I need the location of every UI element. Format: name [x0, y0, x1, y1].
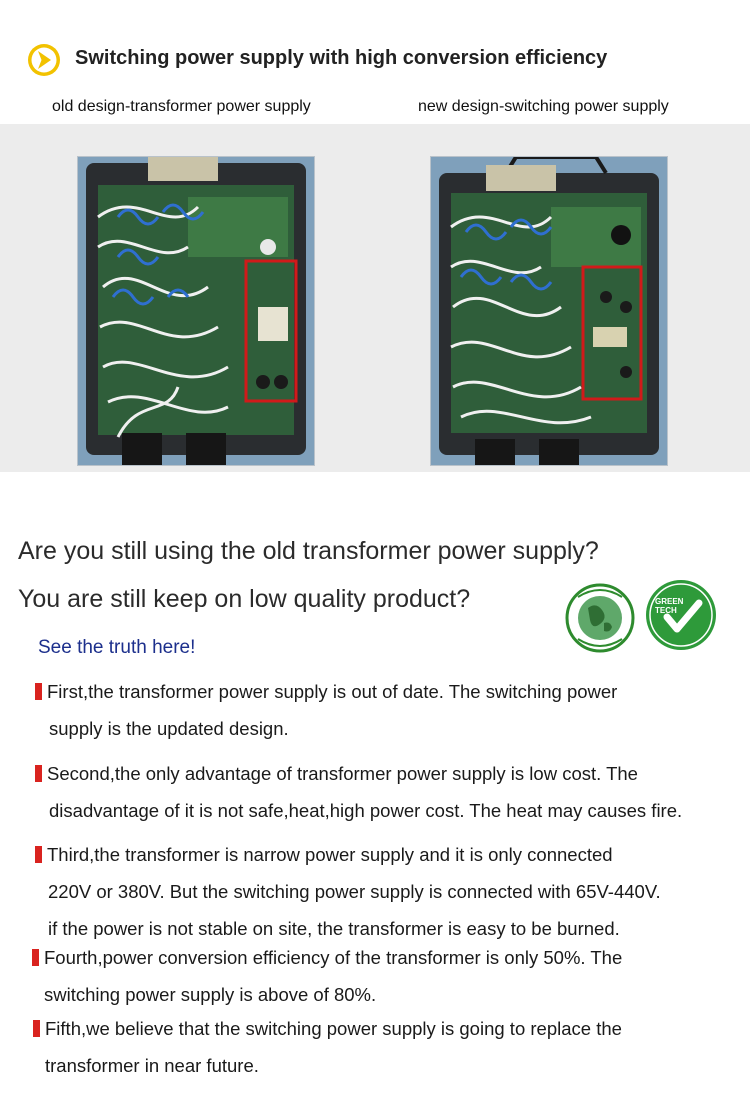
- point-text: Fourth,power conversion efficiency of th…: [44, 947, 623, 968]
- point-text: supply is the updated design.: [49, 718, 289, 739]
- green-tech-badge: GREEN TECH: [646, 580, 716, 650]
- red-bullet-icon: [35, 846, 42, 863]
- point-text: disadvantage of it is not safe,heat,high…: [49, 800, 683, 821]
- point-text: 220V or 380V. But the switching power su…: [48, 881, 661, 902]
- question-1: Are you still using the old transformer …: [18, 537, 599, 565]
- old-design-caption: old design-transformer power supply: [52, 98, 311, 115]
- green-tech-line1: GREEN: [655, 597, 684, 606]
- eco-globe-badge-icon: [565, 583, 635, 653]
- point-3: Third,the transformer is narrow power su…: [35, 836, 750, 947]
- point-5: Fifth,we believe that the switching powe…: [33, 1010, 748, 1084]
- question-2: You are still keep on low quality produc…: [18, 585, 471, 613]
- new-design-caption: new design-switching power supply: [418, 98, 669, 115]
- point-text: transformer in near future.: [45, 1055, 259, 1076]
- section-title: Switching power supply with high convers…: [75, 47, 608, 69]
- point-text: Third,the transformer is narrow power su…: [47, 844, 613, 865]
- point-text: switching power supply is above of 80%.: [44, 984, 377, 1005]
- point-2: Second,the only advantage of transformer…: [35, 755, 750, 829]
- point-text: if the power is not stable on site, the …: [48, 918, 620, 939]
- red-bullet-icon: [32, 949, 39, 966]
- point-text: Fifth,we believe that the switching powe…: [45, 1018, 622, 1039]
- red-bullet-icon: [35, 765, 42, 782]
- red-bullet-icon: [33, 1020, 40, 1037]
- green-tech-line2: TECH: [655, 606, 677, 615]
- chevron-circle-icon: [28, 44, 60, 76]
- point-text: Second,the only advantage of transformer…: [47, 763, 638, 784]
- old-design-photo: [77, 156, 315, 466]
- point-text: First,the transformer power supply is ou…: [47, 681, 618, 702]
- truth-label: See the truth here!: [38, 637, 196, 658]
- point-4: Fourth,power conversion efficiency of th…: [32, 939, 747, 1013]
- point-1: First,the transformer power supply is ou…: [35, 673, 750, 747]
- red-bullet-icon: [35, 683, 42, 700]
- new-design-photo: [430, 156, 668, 466]
